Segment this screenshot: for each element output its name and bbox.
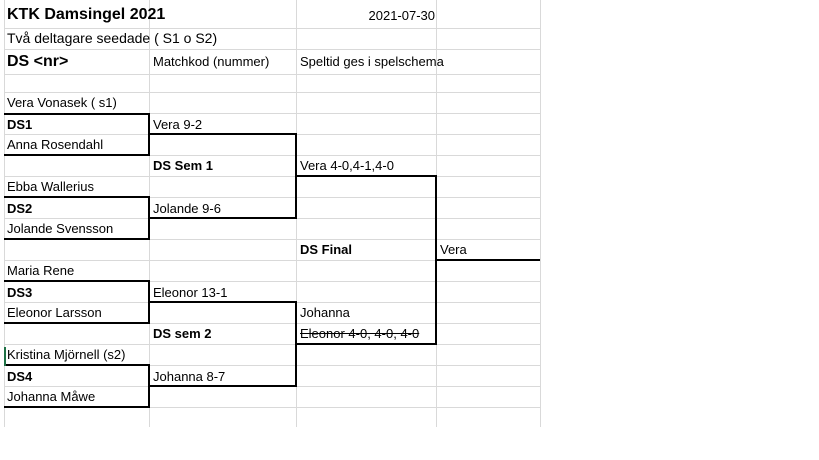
bracket-line: [4, 322, 150, 324]
gridline: [4, 0, 5, 427]
gridline: [4, 323, 540, 324]
gridline: [4, 155, 540, 156]
date-cell: 2021-07-30: [368, 8, 436, 23]
final-code-cell: DS Final: [300, 242, 353, 257]
bracket-line: [295, 133, 297, 219]
gridline: [4, 197, 540, 198]
gridline: [4, 92, 540, 93]
col-c-header: Speltid ges i spelschema: [300, 54, 444, 69]
semi-code-cell: DS Sem 1: [153, 158, 213, 173]
player-cell: Vera Vonasek ( s1): [7, 95, 117, 110]
bracket-line: [148, 364, 150, 408]
active-cell-marker: [4, 347, 6, 366]
player-cell: Eleonor Larsson: [7, 305, 102, 320]
bracket-line: [437, 259, 540, 261]
subtitle-cell: Två deltagare seedade ( S1 o S2): [7, 30, 218, 46]
semi-result-cell: Vera 4-0,4-1,4-0: [300, 158, 394, 173]
bracket-line: [297, 175, 437, 177]
match-code-cell: DS4: [7, 369, 33, 384]
bracket-line: [150, 133, 297, 135]
gridline: [4, 260, 540, 261]
sheet-title: KTK Damsingel 2021: [7, 6, 166, 23]
player-cell: Maria Rene: [7, 263, 75, 278]
result-cell: Vera 9-2: [153, 117, 203, 132]
gridline: [4, 28, 540, 29]
bracket-line: [4, 364, 150, 366]
gridline: [4, 365, 540, 366]
semi-result-cell: Johanna: [300, 305, 350, 320]
gridline: [4, 344, 540, 345]
semi-code-cell: DS sem 2: [153, 326, 212, 341]
bracket-line: [4, 113, 150, 115]
player-cell: Kristina Mjörnell (s2): [7, 347, 126, 362]
bracket-line: [148, 113, 150, 156]
gridline: [4, 74, 540, 75]
player-cell: Johanna Måwe: [7, 389, 96, 404]
bracket-line: [150, 217, 297, 219]
col-b-header: Matchkod (nummer): [153, 54, 270, 69]
gridline: [4, 176, 540, 177]
result-cell: Johanna 8-7: [153, 369, 226, 384]
player-cell: Anna Rosendahl: [7, 137, 104, 152]
bracket-line: [4, 196, 150, 198]
bracket-line: [4, 406, 150, 408]
bracket-line: [148, 196, 150, 240]
bracket-line: [150, 301, 297, 303]
gridline: [4, 239, 540, 240]
gridline: [4, 407, 540, 408]
gridline: [4, 113, 540, 114]
match-code-cell: DS1: [7, 117, 33, 132]
final-winner-cell: Vera: [440, 242, 467, 257]
col-a-header: DS <nr>: [7, 53, 69, 70]
bracket-line: [4, 154, 150, 156]
bracket-line: [148, 280, 150, 324]
gridline: [540, 0, 541, 427]
bracket-line: [4, 280, 150, 282]
match-code-cell: DS2: [7, 201, 33, 216]
match-code-cell: DS3: [7, 285, 33, 300]
bracket-line: [4, 238, 150, 240]
result-cell: Jolande 9-6: [153, 201, 221, 216]
struck-result-cell: Eleonor 4-0, 4-0, 4-0: [300, 326, 420, 341]
bracket-line: [295, 301, 297, 387]
player-cell: Jolande Svensson: [7, 221, 114, 236]
bracket-line: [297, 343, 437, 345]
result-cell: Eleonor 13-1: [153, 285, 228, 300]
gridline: [4, 49, 540, 50]
gridline: [4, 281, 540, 282]
bracket-line: [150, 385, 297, 387]
player-cell: Ebba Wallerius: [7, 179, 94, 194]
bracket-line: [435, 175, 437, 345]
